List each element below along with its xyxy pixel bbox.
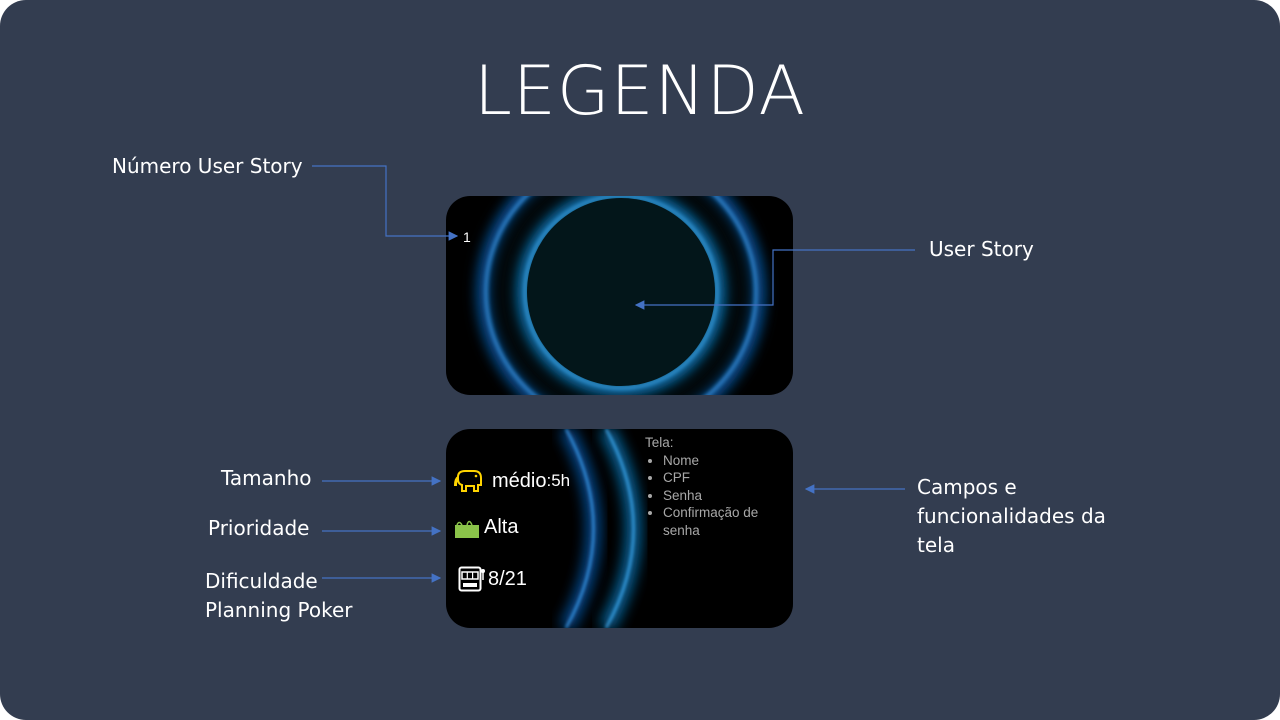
priority-row: Alta	[454, 515, 518, 539]
label-dificuldade-line1: Dificuldade	[205, 569, 318, 593]
screen-field-list: Nome CPF Senha Confirmação de senha	[645, 452, 785, 540]
arrow-numero	[312, 165, 459, 241]
screen-fields: Tela: Nome CPF Senha Confirmação de senh…	[645, 434, 785, 539]
arc-glow	[560, 429, 641, 628]
poker-row: 8/21	[458, 566, 527, 592]
label-user-story: User Story	[929, 237, 1034, 261]
label-tamanho: Tamanho	[221, 466, 312, 490]
size-value: médio	[492, 469, 547, 492]
size-row: médio:5h	[454, 467, 570, 495]
priority-value: Alta	[484, 515, 519, 538]
label-numero-user-story: Número User Story	[112, 154, 303, 178]
elephant-icon	[454, 467, 484, 495]
attributes-card: médio:5h Alta	[446, 429, 793, 628]
arrow-user-story	[634, 249, 915, 310]
label-dificuldade-line2: Planning Poker	[205, 598, 353, 622]
label-prioridade: Prioridade	[208, 516, 310, 540]
slot-machine-icon	[458, 566, 486, 592]
size-hours: :5h	[546, 471, 571, 490]
user-story-number: 1	[463, 229, 471, 245]
label-campos-line2: funcionalidades da	[917, 504, 1106, 528]
label-dificuldade: Dificuldade Planning Poker	[205, 567, 353, 625]
user-story-card: 1	[446, 196, 793, 395]
screen-field-item: Senha	[663, 487, 785, 505]
screen-field-item: Confirmação de senha	[663, 504, 785, 539]
label-campos-line3: tela	[917, 533, 955, 557]
bag-icon	[454, 515, 480, 539]
screen-field-item: CPF	[663, 469, 785, 487]
poker-value: 8/21	[488, 567, 527, 590]
page-title: LEGENDA	[473, 52, 807, 131]
label-campos: Campos e funcionalidades da tela	[917, 473, 1106, 560]
label-campos-line1: Campos e	[917, 475, 1017, 499]
screen-field-item: Nome	[663, 452, 785, 470]
screen-title: Tela:	[645, 435, 674, 450]
ring-glow	[478, 196, 764, 395]
